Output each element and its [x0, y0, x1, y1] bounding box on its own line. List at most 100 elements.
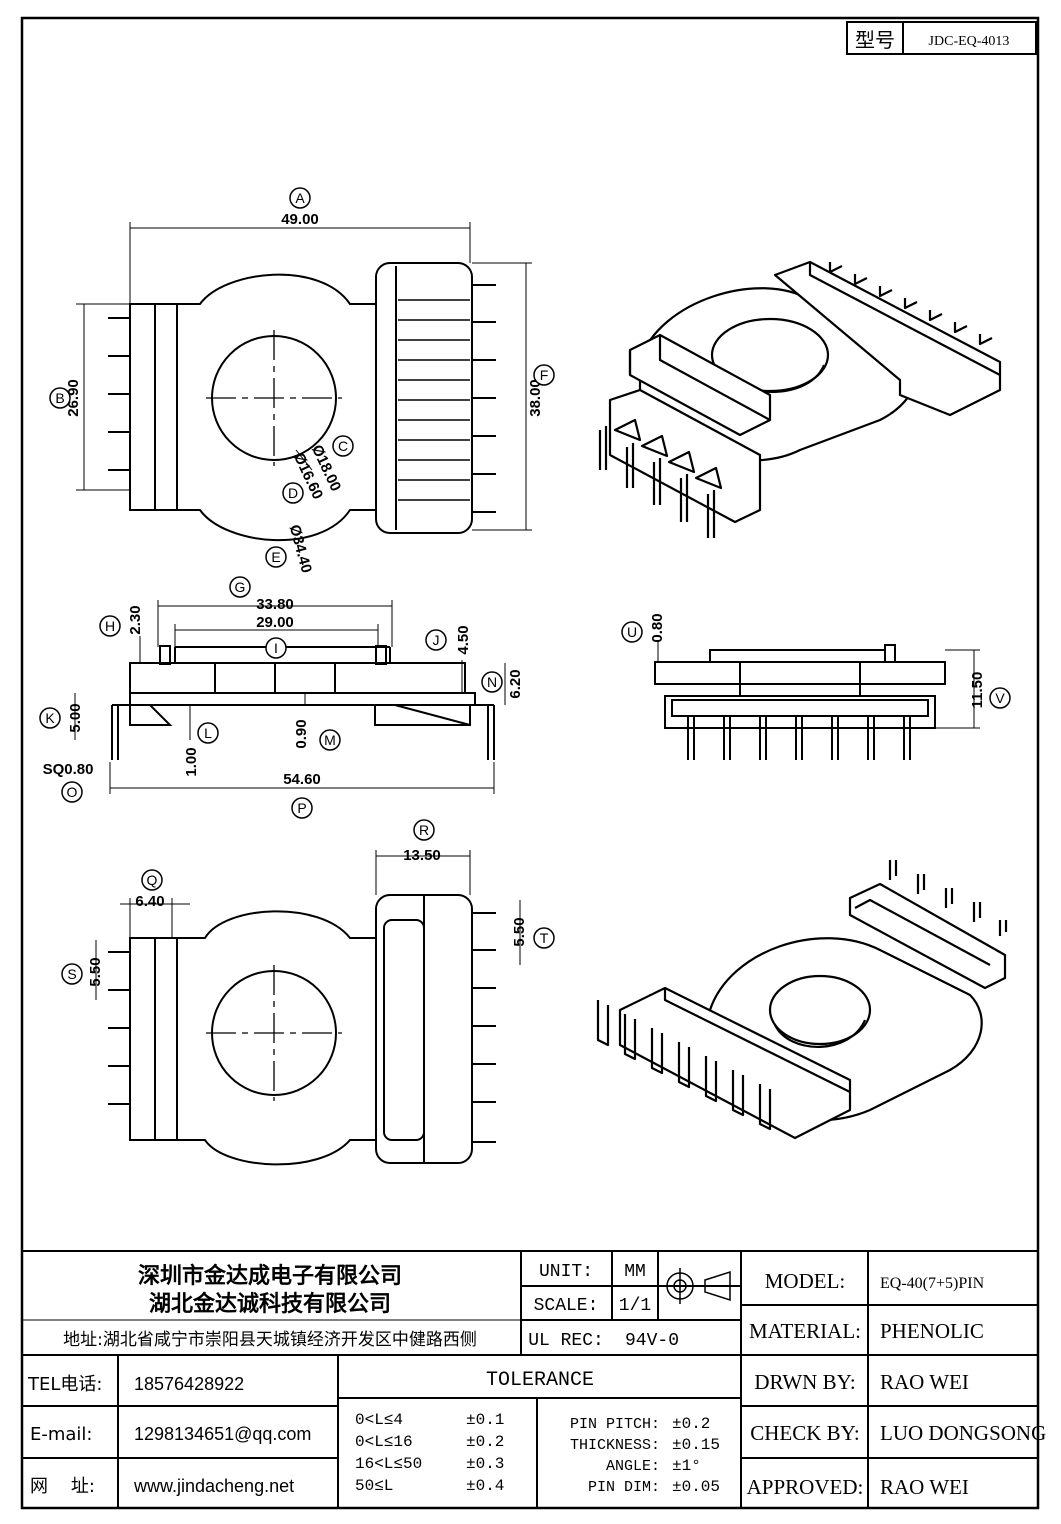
- callout-V: V: [989, 687, 1011, 709]
- callout-G: G: [229, 576, 251, 598]
- top-view: [76, 222, 532, 541]
- approved-value: RAO WEI: [880, 1475, 969, 1499]
- callout-U: U: [621, 621, 643, 643]
- callout-M: M: [319, 729, 341, 751]
- svg-text:E: E: [271, 549, 280, 565]
- callout-C: C: [332, 435, 354, 457]
- dim-P: 54.60: [283, 771, 321, 788]
- dim-F: 38.00: [527, 379, 544, 417]
- material-value: PHENOLIC: [880, 1319, 984, 1343]
- svg-text:O: O: [67, 784, 78, 800]
- callout-B: B: [49, 387, 71, 409]
- callout-I: I: [265, 637, 287, 659]
- callout-Q: Q: [141, 869, 163, 891]
- email-label: E-mail:: [30, 1424, 93, 1445]
- dim-O: SQ0.80: [43, 761, 94, 778]
- callout-R: R: [413, 819, 435, 841]
- dim-I: 29.00: [256, 614, 294, 631]
- check-label: CHECK BY:: [750, 1421, 860, 1445]
- svg-text:T: T: [540, 930, 549, 946]
- svg-text:J: J: [433, 632, 440, 648]
- tol-value-4: ±0.4: [466, 1477, 504, 1495]
- dimension-labels: 49.00 26.90 Ø18.00 Ø16.60 Ø34.40 38.00 3…: [43, 211, 986, 987]
- email-value[interactable]: 1298134651@qq.com: [134, 1424, 311, 1444]
- dim-J: 4.50: [455, 625, 472, 654]
- model-box-label: 型号: [855, 28, 895, 52]
- company-address: 地址:湖北省咸宁市崇阳县天城镇经济开发区中健路西侧: [63, 1330, 477, 1350]
- dim-T: 5.50: [511, 917, 528, 946]
- material-label: MATERIAL:: [749, 1319, 861, 1343]
- company-name-2: 湖北金达诚科技有限公司: [149, 1291, 391, 1317]
- ul-label: UL REC:: [528, 1331, 604, 1351]
- tel-value: 18576428922: [134, 1374, 244, 1394]
- tolerance-title: TOLERANCE: [486, 1369, 594, 1392]
- callout-J: J: [425, 629, 447, 651]
- dim-Q: 6.40: [135, 893, 164, 910]
- svg-text:N: N: [487, 674, 497, 690]
- callout-H: H: [99, 615, 121, 637]
- title-block: [22, 1250, 1038, 1508]
- tol-range-3: 16<L≤50: [355, 1455, 422, 1473]
- isometric-view-bottom: [596, 860, 1008, 1140]
- svg-text:S: S: [67, 966, 76, 982]
- svg-text:Q: Q: [147, 872, 158, 888]
- svg-text:A: A: [295, 190, 305, 206]
- tol-value-2: ±0.2: [466, 1433, 504, 1451]
- model-value: EQ-40(7+5)PIN: [880, 1275, 985, 1292]
- svg-text:D: D: [288, 485, 298, 501]
- isometric-view-top: [598, 260, 1002, 538]
- drawing-frame: [20, 16, 1040, 1510]
- web-label: 网 址:: [30, 1476, 95, 1497]
- dim-B: 26.90: [65, 379, 82, 417]
- svg-text:U: U: [627, 624, 637, 640]
- dim-U: 0.80: [649, 613, 666, 642]
- dim-R: 13.50: [403, 847, 441, 864]
- spec-value-1: ±0.2: [672, 1415, 710, 1433]
- dim-M: 0.90: [293, 719, 310, 748]
- spec-value-4: ±0.05: [672, 1478, 720, 1496]
- tol-range-4: 50≤L: [355, 1477, 393, 1495]
- projection-symbol-icon: [662, 1268, 731, 1304]
- spec-label-4: PIN DIM:: [588, 1479, 660, 1496]
- company-name-1: 深圳市金达成电子有限公司: [138, 1263, 402, 1289]
- front-view: [654, 640, 980, 760]
- svg-text:B: B: [55, 390, 64, 406]
- svg-text:L: L: [204, 725, 212, 741]
- svg-text:R: R: [419, 822, 429, 838]
- tol-value-1: ±0.1: [466, 1411, 504, 1429]
- callout-N: N: [481, 671, 503, 693]
- dim-V: 11.50: [969, 672, 986, 709]
- tol-range-2: 0<L≤16: [355, 1433, 413, 1451]
- callout-E: E: [265, 546, 287, 568]
- model-box-value: JDC-EQ-4013: [929, 34, 1010, 49]
- side-view: [74, 600, 506, 794]
- tol-value-3: ±0.3: [466, 1455, 504, 1473]
- approved-label: APPROVED:: [747, 1475, 864, 1499]
- svg-text:C: C: [338, 438, 348, 454]
- callout-S: S: [61, 963, 83, 985]
- spec-label-2: THICKNESS:: [570, 1437, 660, 1454]
- dim-S: 5.50: [87, 957, 104, 986]
- tel-label: TEL电话:: [27, 1374, 102, 1395]
- ul-value: 94V-0: [625, 1331, 679, 1351]
- scale-value: 1/1: [619, 1296, 651, 1316]
- spec-label-1: PIN PITCH:: [570, 1416, 660, 1433]
- scale-label: SCALE:: [534, 1296, 599, 1316]
- model-label: MODEL:: [765, 1269, 846, 1293]
- dim-H: 2.30: [127, 605, 144, 634]
- dim-A: 49.00: [281, 211, 319, 228]
- callout-K: K: [39, 707, 61, 729]
- dim-K: 5.00: [67, 703, 84, 732]
- svg-text:I: I: [274, 640, 278, 656]
- svg-text:H: H: [105, 618, 115, 634]
- callout-L: L: [197, 722, 219, 744]
- callout-letters: A B C D E F G H I J K L M N O P Q R S T …: [39, 187, 1011, 985]
- check-value: LUO DONGSONG: [880, 1421, 1046, 1445]
- svg-text:G: G: [235, 579, 246, 595]
- callout-A: A: [289, 187, 311, 209]
- web-value[interactable]: www.jindacheng.net: [133, 1476, 294, 1496]
- svg-text:K: K: [45, 710, 55, 726]
- spec-value-3: ±1°: [672, 1457, 701, 1475]
- svg-text:M: M: [324, 732, 336, 748]
- tol-range-1: 0<L≤4: [355, 1411, 403, 1429]
